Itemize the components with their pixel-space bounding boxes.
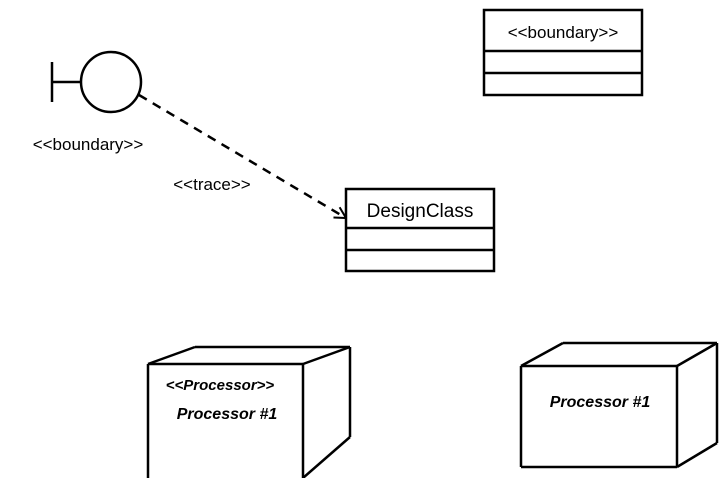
design-class-name: DesignClass <box>367 201 474 222</box>
boundary-icon-circle <box>79 50 143 114</box>
node-left-top-right-edge <box>302 345 351 366</box>
node-right-side-bottom-edge <box>676 441 718 469</box>
boundary-class[interactable]: <<boundary>> <box>482 8 644 97</box>
trace-dependency-label: <<trace>> <box>173 175 251 194</box>
node-left-top-back-edge <box>147 345 196 366</box>
design-class[interactable]: DesignClass <box>344 187 496 273</box>
node-left-stereotype: <<Processor>> <box>166 377 275 394</box>
node-right-name: Processor #1 <box>550 394 651 411</box>
trace-dependency[interactable]: <<trace>> <box>138 93 346 220</box>
node-left-side-bottom-edge <box>302 436 351 478</box>
boundary-class-stereotype: <<boundary>> <box>508 23 619 42</box>
node-right-top-right-edge <box>676 341 718 368</box>
node-right-top-back-edge <box>520 341 564 368</box>
node-left-name: Processor #1 <box>177 406 278 423</box>
processor-node-left[interactable]: <<Processor>> Processor #1 <box>146 345 352 478</box>
trace-dependency-line <box>138 93 346 220</box>
boundary-class-frame <box>482 8 644 97</box>
processor-node-right[interactable]: Processor #1 <box>519 341 719 469</box>
boundary-element[interactable]: <<boundary>> <box>33 50 144 154</box>
design-class-frame <box>344 187 496 273</box>
boundary-element-label: <<boundary>> <box>33 135 144 154</box>
